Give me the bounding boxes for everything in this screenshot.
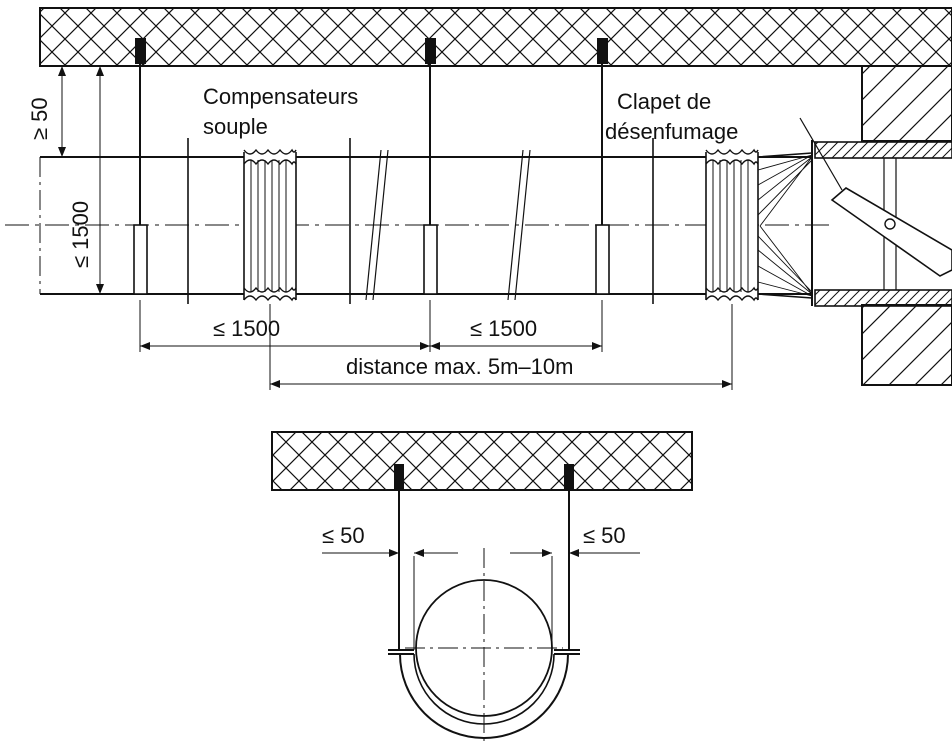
dim-side-left-label: ≤ 50 (322, 523, 365, 548)
dim-hanger-span-right-label: ≤ 1500 (470, 316, 537, 341)
section-hangers (394, 464, 574, 650)
ceiling-slab (39, 7, 952, 67)
hanger-1 (133, 38, 148, 295)
wall-section (861, 65, 952, 386)
dim-duct-height-label: ≤ 1500 (68, 201, 93, 268)
smoke-damper (814, 141, 952, 307)
clapet-label-line2: désenfumage (605, 119, 738, 144)
flexible-compensator-right (705, 148, 759, 302)
hanger-3 (595, 38, 610, 295)
dim-top-gap-label: ≥ 50 (27, 97, 52, 140)
damper-blade (830, 187, 952, 277)
hanger-2 (423, 38, 438, 295)
compensateurs-label: Compensateurs (203, 84, 358, 109)
flexible-compensator-left (243, 148, 297, 302)
compensateurs-label-line2: souple (203, 114, 268, 139)
dim-section-sides (322, 549, 640, 557)
dim-horizontal (139, 300, 733, 390)
clapet-leader (799, 117, 843, 191)
duct-transition (757, 140, 813, 306)
clapet-label: Clapet de (617, 89, 711, 114)
dim-side-right-label: ≤ 50 (583, 523, 626, 548)
dim-hanger-span-left-label: ≤ 1500 (213, 316, 280, 341)
duct-cross-section (388, 548, 580, 745)
dim-compensator-distance-label: distance max. 5m–10m (346, 354, 573, 379)
dim-vertical (58, 66, 104, 294)
ceiling-slab-section (271, 431, 693, 491)
